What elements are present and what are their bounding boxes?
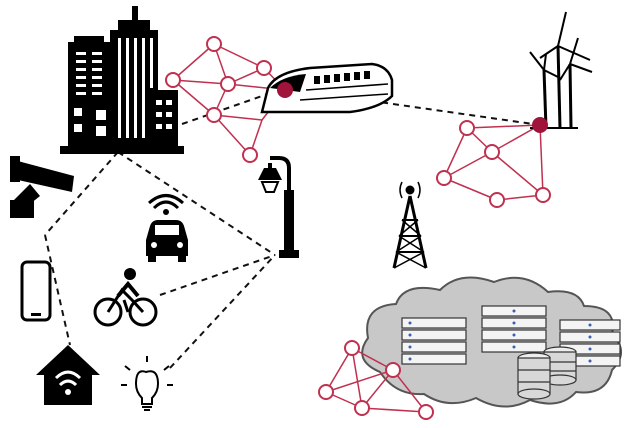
mesh-hub-node [277,82,293,98]
mesh-node [459,120,475,136]
mesh-node [484,144,500,160]
skyscraper-city-icon [60,6,184,154]
mesh-node [242,147,258,163]
mesh-node [489,192,505,208]
mesh-node [220,76,236,92]
street-lamp-icon [258,156,299,258]
mesh-node [418,404,434,420]
mesh-node [318,384,334,400]
mesh-node [206,107,222,123]
link-city-left [44,151,119,236]
link-city-lamp [117,151,276,256]
database-icon [517,346,577,400]
server-rack-icon [481,305,547,353]
link-left-home [44,234,71,346]
server-rack-icon [401,317,467,365]
mesh-node [354,400,370,416]
high-speed-train-icon [260,62,394,114]
mesh-network-cloud [318,340,434,420]
mesh-node [256,60,272,76]
smart-home-wifi-icon [36,345,100,405]
cyclist-icon [93,268,158,327]
security-camera-icon [10,156,74,218]
link-train-turbine [294,89,541,126]
mesh-node [165,72,181,88]
link-bike-lamp [159,254,276,296]
radio-tower-icon [392,181,428,269]
mesh-network-turbine [436,120,551,208]
cloud-server-cluster-icon [361,276,622,408]
server-rack-icon [559,319,621,367]
smartphone-icon [20,260,52,322]
mesh-node [535,187,551,203]
mesh-node [344,340,360,356]
mesh-node [436,170,452,186]
mesh-hub-node [532,117,548,133]
mesh-node [206,36,222,52]
light-bulb-icon [121,356,173,411]
connected-car-icon [146,194,188,262]
link-bulb-lamp [169,254,276,369]
wind-turbine-icon [529,11,593,133]
mesh-node [385,362,401,378]
